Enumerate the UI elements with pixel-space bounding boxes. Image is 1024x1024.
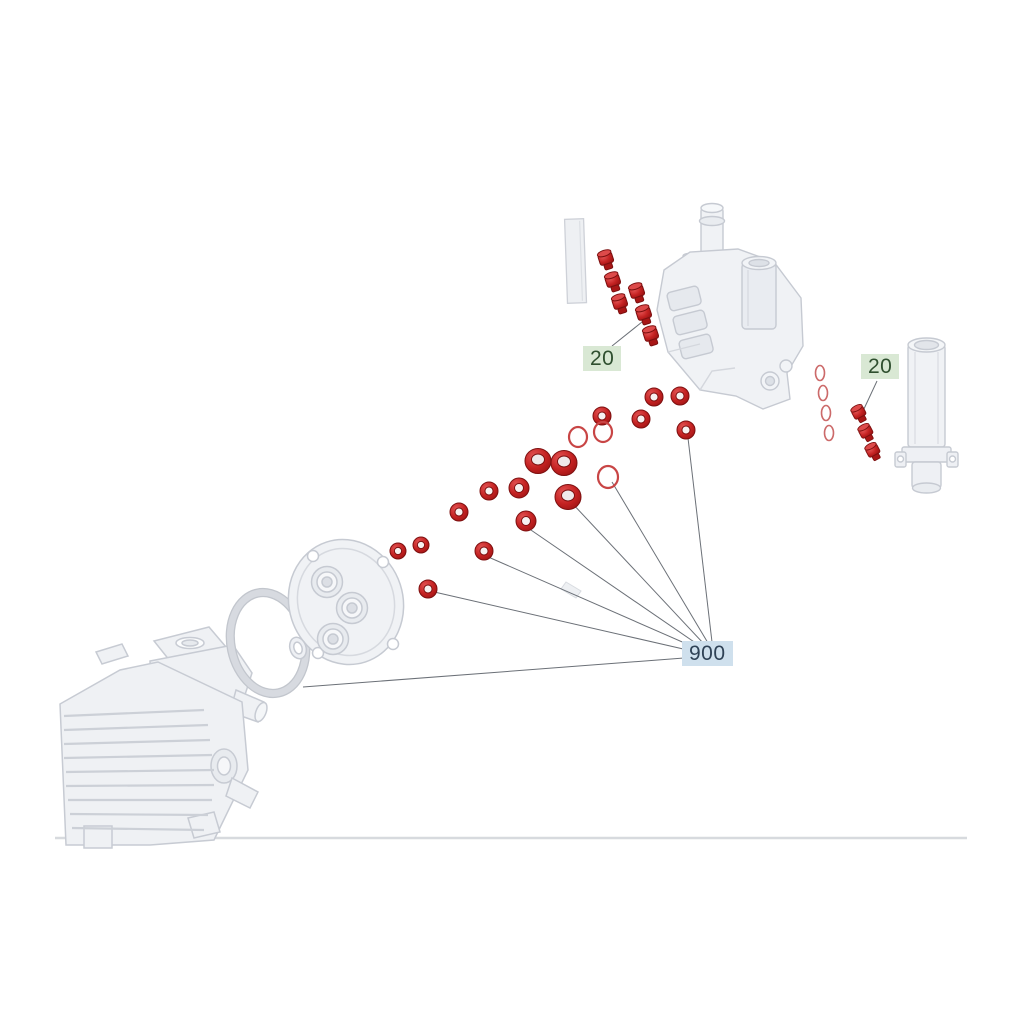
o-ring-seal — [474, 541, 494, 561]
o-ring-seal — [631, 409, 651, 429]
o-ring-outline-small — [814, 364, 826, 382]
highlighted-seals — [389, 249, 881, 599]
gasket-strip — [563, 218, 588, 304]
o-ring-outline-small — [820, 404, 832, 422]
o-ring-outline — [567, 425, 589, 449]
leader-line — [527, 527, 701, 647]
flange-port — [316, 622, 350, 656]
cup-seal — [524, 448, 552, 474]
check-valve-plug — [596, 249, 615, 271]
pump-head-assembly — [656, 202, 804, 410]
o-ring-seal — [479, 481, 499, 501]
check-valve-plug — [627, 282, 646, 304]
leader-line — [862, 380, 878, 412]
o-ring-seal — [592, 406, 612, 426]
leader-line — [302, 657, 685, 688]
cup-seal — [554, 484, 582, 510]
o-ring-seal — [418, 579, 438, 599]
o-ring-outline-small — [823, 424, 835, 442]
leader-line — [687, 437, 713, 643]
cup-seal — [550, 450, 578, 476]
leader-line — [611, 481, 709, 644]
leader-line — [570, 501, 705, 645]
callout-900-seal-kit[interactable]: 900 — [682, 641, 733, 666]
o-ring-outline — [592, 420, 614, 444]
o-ring-seal — [389, 542, 407, 560]
check-valve-plug — [641, 325, 660, 347]
flange-port — [335, 591, 369, 625]
pump-cylinder — [894, 337, 959, 494]
o-ring-seal — [412, 536, 430, 554]
callout-20-top[interactable]: 20 — [583, 346, 622, 371]
leader-line — [485, 555, 697, 649]
callout-20-right[interactable]: 20 — [861, 354, 900, 379]
o-ring-seal — [449, 502, 469, 522]
check-valve-plug — [603, 271, 622, 293]
o-ring-seal — [515, 510, 537, 532]
crankcase-fins — [63, 708, 215, 832]
check-valve-plug — [857, 422, 874, 443]
check-valve-plug — [610, 293, 629, 315]
check-valve-plug — [634, 304, 653, 326]
leader-line — [429, 590, 693, 652]
o-ring-outline-small — [817, 384, 829, 402]
flange-port — [310, 565, 344, 599]
gasket-fragment — [560, 581, 582, 599]
o-ring-seal — [670, 386, 690, 406]
bearing-flange — [287, 538, 405, 666]
leader-lines — [302, 321, 878, 688]
o-ring-outline — [596, 464, 620, 490]
leader-line — [611, 321, 643, 347]
check-valve-plug — [864, 441, 881, 462]
check-valve-plug — [850, 403, 867, 424]
o-ring-seal — [508, 477, 530, 499]
o-ring-seal — [644, 387, 664, 407]
o-ring-seal — [676, 420, 696, 440]
